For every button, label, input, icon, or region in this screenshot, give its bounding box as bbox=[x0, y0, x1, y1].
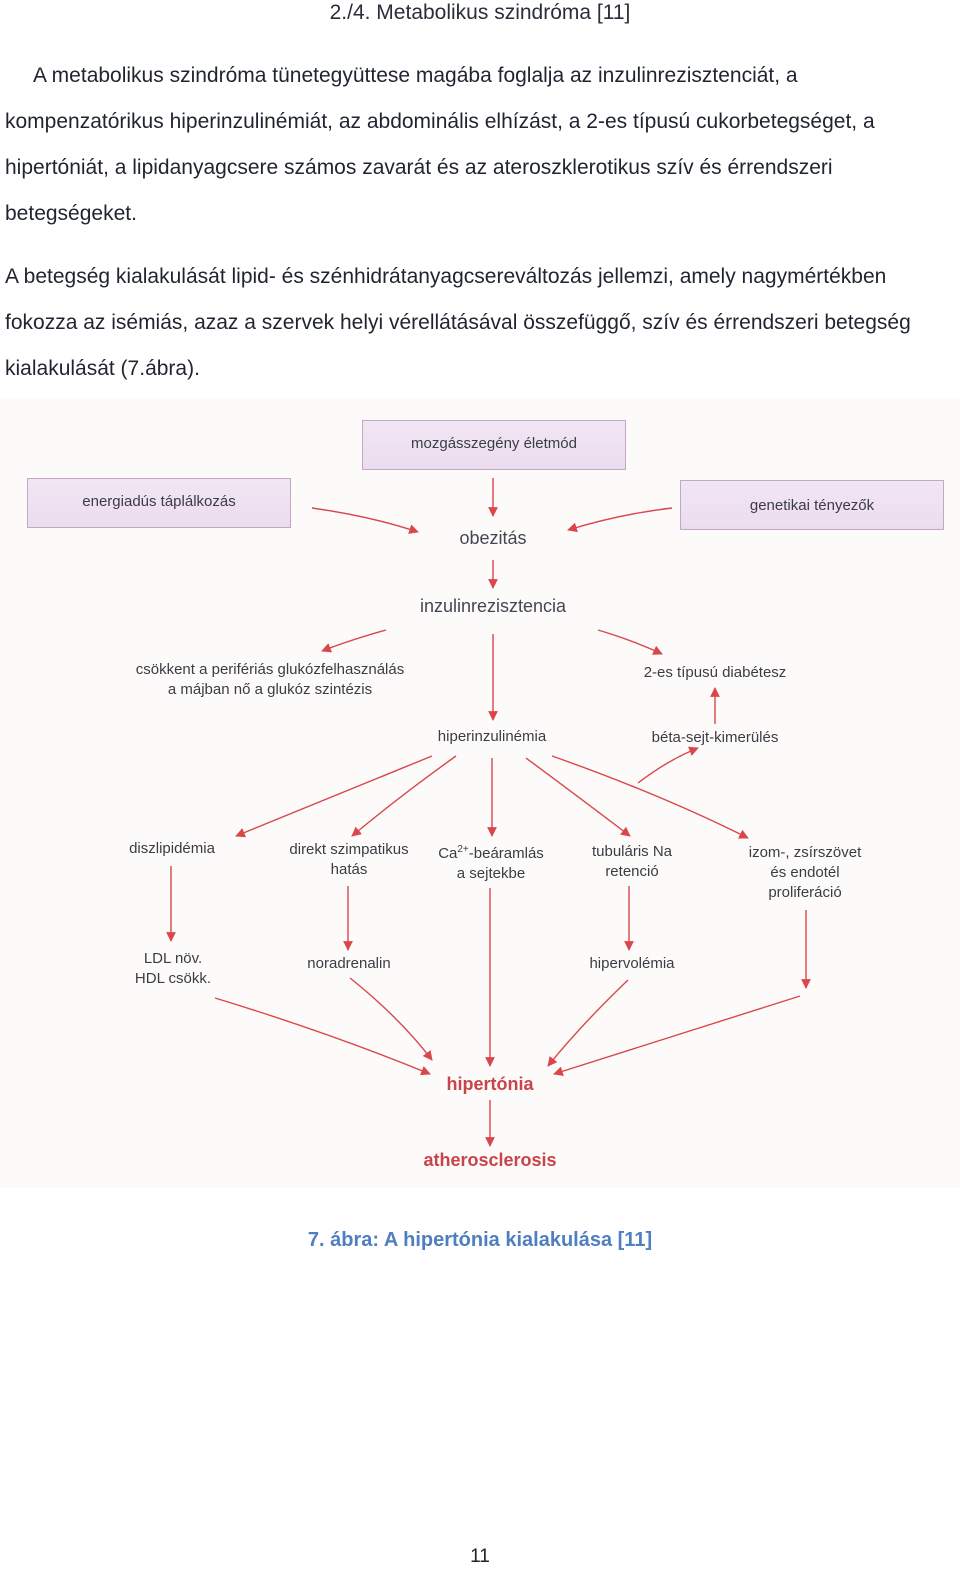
section-heading: 2./4. Metabolikus szindróma [11] bbox=[329, 1, 631, 24]
lifestyle-box: mozgásszegény életmód bbox=[362, 420, 626, 470]
tubular-node: tubuláris Na retenció bbox=[572, 842, 692, 882]
diet-box: energiadús táplálkozás bbox=[27, 478, 291, 528]
genetics-box: genetikai tényezők bbox=[680, 480, 944, 530]
arrow-hyper-beta bbox=[637, 746, 699, 784]
hypertension-diagram: mozgásszegény életmód energiadús táplálk… bbox=[0, 398, 960, 1188]
calcium-line1: Ca2+-beáramlás bbox=[421, 840, 561, 864]
noradrenaline-node: noradrenalin bbox=[307, 955, 391, 972]
calcium-rest: -beáramlás bbox=[468, 845, 544, 862]
arrow-hyper-symp bbox=[351, 755, 457, 837]
obesity-node: obezitás bbox=[459, 528, 527, 548]
muscle-line2: és endotél bbox=[770, 864, 840, 881]
beta-cell-node: béta-sejt-kimerülés bbox=[651, 729, 779, 746]
calcium-prefix: Ca bbox=[438, 845, 458, 862]
genetics-label: genetikai tényezők bbox=[749, 497, 875, 514]
paragraph-2: A betegség kialakulását lipid- és szénhi… bbox=[5, 265, 911, 380]
arrow-norad-hypertonia bbox=[349, 977, 433, 1061]
arrow-ldl-hypertonia bbox=[214, 997, 431, 1076]
tubular-line1: tubuláris Na bbox=[591, 843, 673, 860]
tubular-line2: retenció bbox=[605, 863, 659, 880]
peripheral-node: csökkent a perifériás glukózfelhasználás… bbox=[110, 660, 430, 700]
sympathetic-line1: direkt szimpatikus bbox=[289, 841, 409, 858]
diabetes-node: 2-es típusú diabétesz bbox=[643, 664, 787, 681]
arrow-hyper-tub bbox=[525, 757, 631, 837]
hypertension-node: hipertónia bbox=[446, 1074, 534, 1094]
calcium-sup: 2+ bbox=[457, 844, 469, 855]
dyslipidemia-node: diszlipidémia bbox=[129, 840, 215, 857]
calcium-node: Ca2+-beáramlás a sejtekbe bbox=[421, 840, 561, 884]
sympathetic-node: direkt szimpatikus hatás bbox=[276, 840, 422, 880]
arrow-ir-peripheral bbox=[321, 629, 387, 653]
arrow-hyper-dyslip bbox=[235, 755, 433, 838]
figure-caption: 7. ábra: A hipertónia kialakulása [11] bbox=[307, 1229, 653, 1251]
hypervolemia-node: hipervolémia bbox=[589, 955, 675, 972]
hdl-line: HDL csökk. bbox=[134, 970, 212, 987]
ldl-hdl-node: LDL növ. HDL csökk. bbox=[118, 949, 228, 989]
diet-label: energiadús táplálkozás bbox=[82, 493, 236, 510]
sympathetic-line2: hatás bbox=[330, 861, 368, 878]
paragraph-1: A metabolikus szindróma tünetegyüttese m… bbox=[5, 64, 875, 225]
calcium-line2: a sejtekbe bbox=[456, 865, 526, 882]
arrow-hypervol-hypertonia bbox=[547, 979, 629, 1067]
peripheral-line2: a májban nő a glukóz szintézis bbox=[167, 681, 373, 698]
arrow-diet-obesity bbox=[311, 507, 419, 534]
arrow-genetics-obesity bbox=[567, 507, 673, 533]
peripheral-line1: csökkent a perifériás glukózfelhasználás bbox=[135, 661, 405, 678]
hyperinsulinemia-node: hiperinzulinémia bbox=[437, 728, 547, 745]
page-number: 11 bbox=[470, 1546, 490, 1567]
muscle-line3: proliferáció bbox=[768, 884, 842, 901]
arrow-ir-diabetes bbox=[597, 629, 663, 655]
diagram-arrows bbox=[166, 478, 811, 1147]
ldl-line: LDL növ. bbox=[143, 950, 203, 967]
arrow-hyper-muscle bbox=[551, 755, 749, 839]
muscle-line1: izom-, zsírszövet bbox=[748, 844, 862, 861]
lifestyle-label: mozgásszegény életmód bbox=[411, 435, 577, 452]
atherosclerosis-node: atherosclerosis bbox=[423, 1150, 557, 1170]
muscle-node: izom-, zsírszövet és endotél proliferáci… bbox=[730, 843, 880, 903]
insulin-resistance-node: inzulinrezisztencia bbox=[419, 596, 567, 616]
arrow-muscle-hypertonia bbox=[553, 995, 801, 1077]
